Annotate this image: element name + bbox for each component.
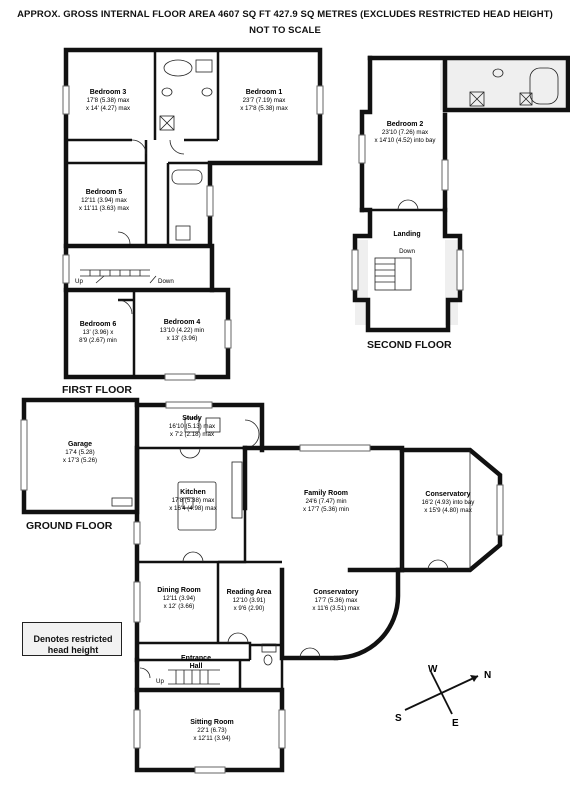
room-dim: x 9'6 (2.90) (234, 605, 265, 612)
room-name: Kitchen (180, 489, 206, 496)
room-dim: 12'11 (3.94) max (81, 197, 128, 204)
room-name: Family Room (304, 490, 348, 497)
ground-floor-label: GROUND FLOOR (26, 520, 113, 532)
room-dim: 23'7 (7.19) max (243, 97, 287, 104)
legend-text: Denotes restricted head height (24, 634, 122, 656)
room-dim: 13'10 (4.22) min (160, 327, 205, 334)
room-dim: 16'10 (5.13) max (169, 423, 216, 430)
room-dim: 17'8 (5.38) max (172, 497, 216, 504)
legend-swatch (22, 622, 122, 656)
room-dim: x 16'4 (4.98) max (169, 505, 218, 512)
room-name: Dining Room (157, 587, 201, 594)
room-dim: 12'10 (3.91) (233, 597, 266, 604)
room-dim: x 15'9 (4.80) max (424, 507, 473, 514)
room-reading: Reading Area 12'10 (3.91) x 9'6 (2.90) (227, 589, 272, 612)
second-floor-plan (351, 55, 570, 333)
legend-line1: Denotes restricted (33, 634, 113, 644)
room-dim: x 17'3 (5.26) (63, 457, 97, 464)
room-dim: x 13' (3.96) (167, 335, 198, 342)
room-name: Bedroom 2 (387, 121, 424, 128)
room-dim: 12'11 (3.94) (163, 595, 195, 602)
down-label: Down (399, 248, 415, 255)
room-dim: x 12' (3.66) (164, 603, 195, 610)
room-name: Bedroom 6 (80, 321, 117, 328)
room-dim: 8'9 (2.67) min (79, 337, 117, 344)
room-study: Study 16'10 (5.13) max x 7'2 (2.18) max (169, 415, 216, 438)
header-area-text: APPROX. GROSS INTERNAL FLOOR AREA 4607 S… (17, 9, 553, 20)
room-name: Conservatory (425, 491, 470, 498)
room-kitchen: Kitchen 17'8 (5.38) max x 16'4 (4.98) ma… (169, 489, 218, 512)
room-bedroom-6: Bedroom 6 13' (3.96) x 8'9 (2.67) min (79, 321, 117, 344)
room-bedroom-5: Bedroom 5 12'11 (3.94) max x 11'11 (3.63… (79, 189, 130, 212)
room-dim: x 11'11 (3.63) max (79, 205, 130, 212)
room-dim: 13' (3.96) x (83, 329, 115, 336)
first-floor-plan (62, 47, 324, 381)
room-bedroom-1: Bedroom 1 23'7 (7.19) max x 17'8 (5.38) … (240, 89, 289, 112)
room-name: Garage (68, 441, 92, 448)
room-garage: Garage 17'4 (5.28) x 17'3 (5.26) (63, 441, 97, 464)
room-dining: Dining Room 12'11 (3.94) x 12' (3.66) (157, 587, 201, 610)
room-dim: x 17'8 (5.38) max (240, 105, 289, 112)
legend-line2: head height (47, 645, 99, 655)
room-name: Bedroom 3 (90, 89, 127, 96)
room-name: Bedroom 4 (164, 319, 201, 326)
ground-floor-plan (20, 397, 504, 774)
room-name: Conservatory (313, 589, 358, 596)
room-name: Study (182, 415, 202, 422)
compass-s: S (395, 713, 402, 724)
stair-labels-first: Up Down (75, 278, 174, 285)
compass-icon: N E S W (395, 664, 491, 729)
room-entrance-hall: Entrance Hall Up (156, 655, 211, 685)
compass-n: N (484, 670, 491, 681)
room-conservatory-1: Conservatory 16'2 (4.93) into bay x 15'9… (422, 491, 476, 514)
room-landing: Landing Down (393, 231, 420, 255)
room-bedroom-3: Bedroom 3 17'8 (5.38) max x 14' (4.27) m… (86, 89, 131, 112)
room-dim: 17'8 (5.38) max (87, 97, 131, 104)
room-dim: 16'2 (4.93) into bay (422, 499, 476, 506)
room-family: Family Room 24'6 (7.47) min x 17'7 (5.36… (303, 490, 349, 513)
room-name: Reading Area (227, 589, 272, 596)
first-floor-label: FIRST FLOOR (62, 384, 132, 396)
room-dim: x 14' (4.27) max (86, 105, 131, 112)
room-dim: x 14'10 (4.52) into bay (374, 137, 436, 144)
room-dim: x 12'11 (3.94) (193, 735, 230, 742)
room-dim: 17'4 (5.28) (65, 449, 94, 456)
compass-e: E (452, 718, 459, 729)
room-dim: 23'10 (7.26) max (382, 129, 429, 136)
room-dim: x 11'6 (3.51) max (312, 605, 360, 612)
room-dim: 22'1 (6.73) (197, 727, 226, 734)
up-label: Up (75, 278, 83, 285)
room-dim: x 17'7 (5.36) min (303, 506, 349, 513)
down-label: Down (158, 278, 174, 285)
room-dim: x 7'2 (2.18) max (170, 431, 215, 438)
room-name-2: Hall (190, 663, 203, 670)
compass-w: W (428, 664, 438, 675)
room-name: Sitting Room (190, 719, 234, 726)
second-floor-label: SECOND FLOOR (367, 339, 452, 351)
room-name: Entrance (181, 655, 211, 662)
room-bedroom-2: Bedroom 2 23'10 (7.26) max x 14'10 (4.52… (374, 121, 436, 144)
room-name: Bedroom 5 (86, 189, 123, 196)
room-bedroom-4: Bedroom 4 13'10 (4.22) min x 13' (3.96) (160, 319, 205, 342)
room-name: Bedroom 1 (246, 89, 283, 96)
up-label: Up (156, 678, 164, 685)
room-sitting: Sitting Room 22'1 (6.73) x 12'11 (3.94) (190, 719, 234, 742)
room-name: Landing (393, 231, 420, 238)
room-conservatory-2: Conservatory 17'7 (5.36) max x 11'6 (3.5… (312, 589, 360, 612)
room-dim: 24'6 (7.47) min (305, 498, 347, 505)
header-not-to-scale: NOT TO SCALE (249, 25, 321, 36)
room-dim: 17'7 (5.36) max (315, 597, 359, 604)
